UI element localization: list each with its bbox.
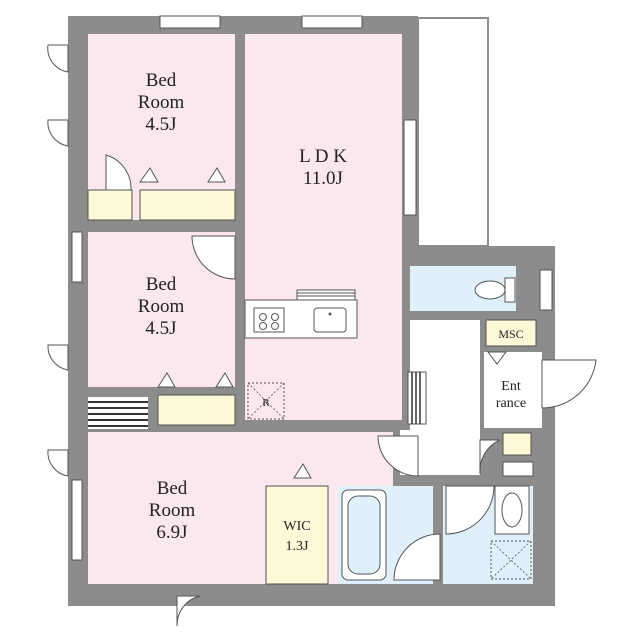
ldk-size: 11.0J: [303, 168, 343, 189]
bedroom-1-size: 4.5J: [145, 114, 176, 135]
wic-room: [265, 485, 329, 585]
door-left-1: [47, 44, 69, 73]
kitchen-counter: [244, 289, 358, 339]
step-box: [502, 461, 534, 477]
door-left-4: [47, 449, 69, 477]
doors: [47, 44, 597, 627]
windows: [71, 15, 553, 561]
wic-label: WIC: [283, 519, 310, 534]
balcony: [417, 17, 489, 247]
fridge-space: R: [247, 382, 285, 420]
shoe-rack: [407, 371, 427, 425]
toilet-fixture: [474, 277, 516, 303]
door-toilet: [479, 439, 501, 475]
door-balcony-top: [176, 595, 201, 627]
door-left-2: [47, 119, 69, 147]
door-bed3: [377, 435, 419, 477]
fridge-label: R: [262, 397, 270, 409]
door-entrance: [541, 359, 597, 409]
bedroom-2-label-2: Room: [138, 296, 185, 317]
msc-box: [485, 319, 537, 347]
stove-icon: [253, 307, 285, 333]
closet-doors: [139, 167, 507, 479]
closet-bed1-a: [87, 189, 133, 221]
washing-machine-space: [490, 540, 532, 580]
bedroom-2-size: 4.5J: [145, 318, 176, 339]
bedroom-3-label-2: Room: [149, 500, 196, 521]
ldk-room: [245, 34, 402, 420]
entrance-label-2: rance: [496, 396, 526, 411]
ldk-label: L D K: [299, 146, 347, 167]
wic-size: 1.3J: [286, 539, 310, 554]
bedroom-3-upper: [150, 432, 393, 454]
bedroom-1-label-2: Room: [138, 92, 185, 113]
door-bed2: [191, 235, 236, 280]
bedroom-2-label-1: Bed: [146, 274, 177, 295]
bedroom-1-label-1: Bed: [146, 70, 177, 91]
shoe-box: [502, 432, 532, 456]
entrance-area: [484, 352, 542, 428]
entrance-label-1: Ent: [501, 379, 521, 394]
bedroom-3-size: 6.9J: [156, 522, 187, 543]
door-left-3: [47, 344, 69, 371]
closet-bed1-b: [139, 189, 236, 221]
storage-shelf: [88, 397, 148, 429]
msc-label: MSC: [498, 327, 523, 341]
sink-icon: [313, 307, 347, 333]
wash-basin: [494, 485, 530, 535]
bedroom-3-label-1: Bed: [157, 478, 188, 499]
door-wash: [445, 485, 495, 535]
bathtub: [341, 489, 387, 581]
closet-bed2: [157, 394, 236, 426]
door-bath: [393, 533, 441, 581]
door-bed1: [105, 154, 132, 191]
